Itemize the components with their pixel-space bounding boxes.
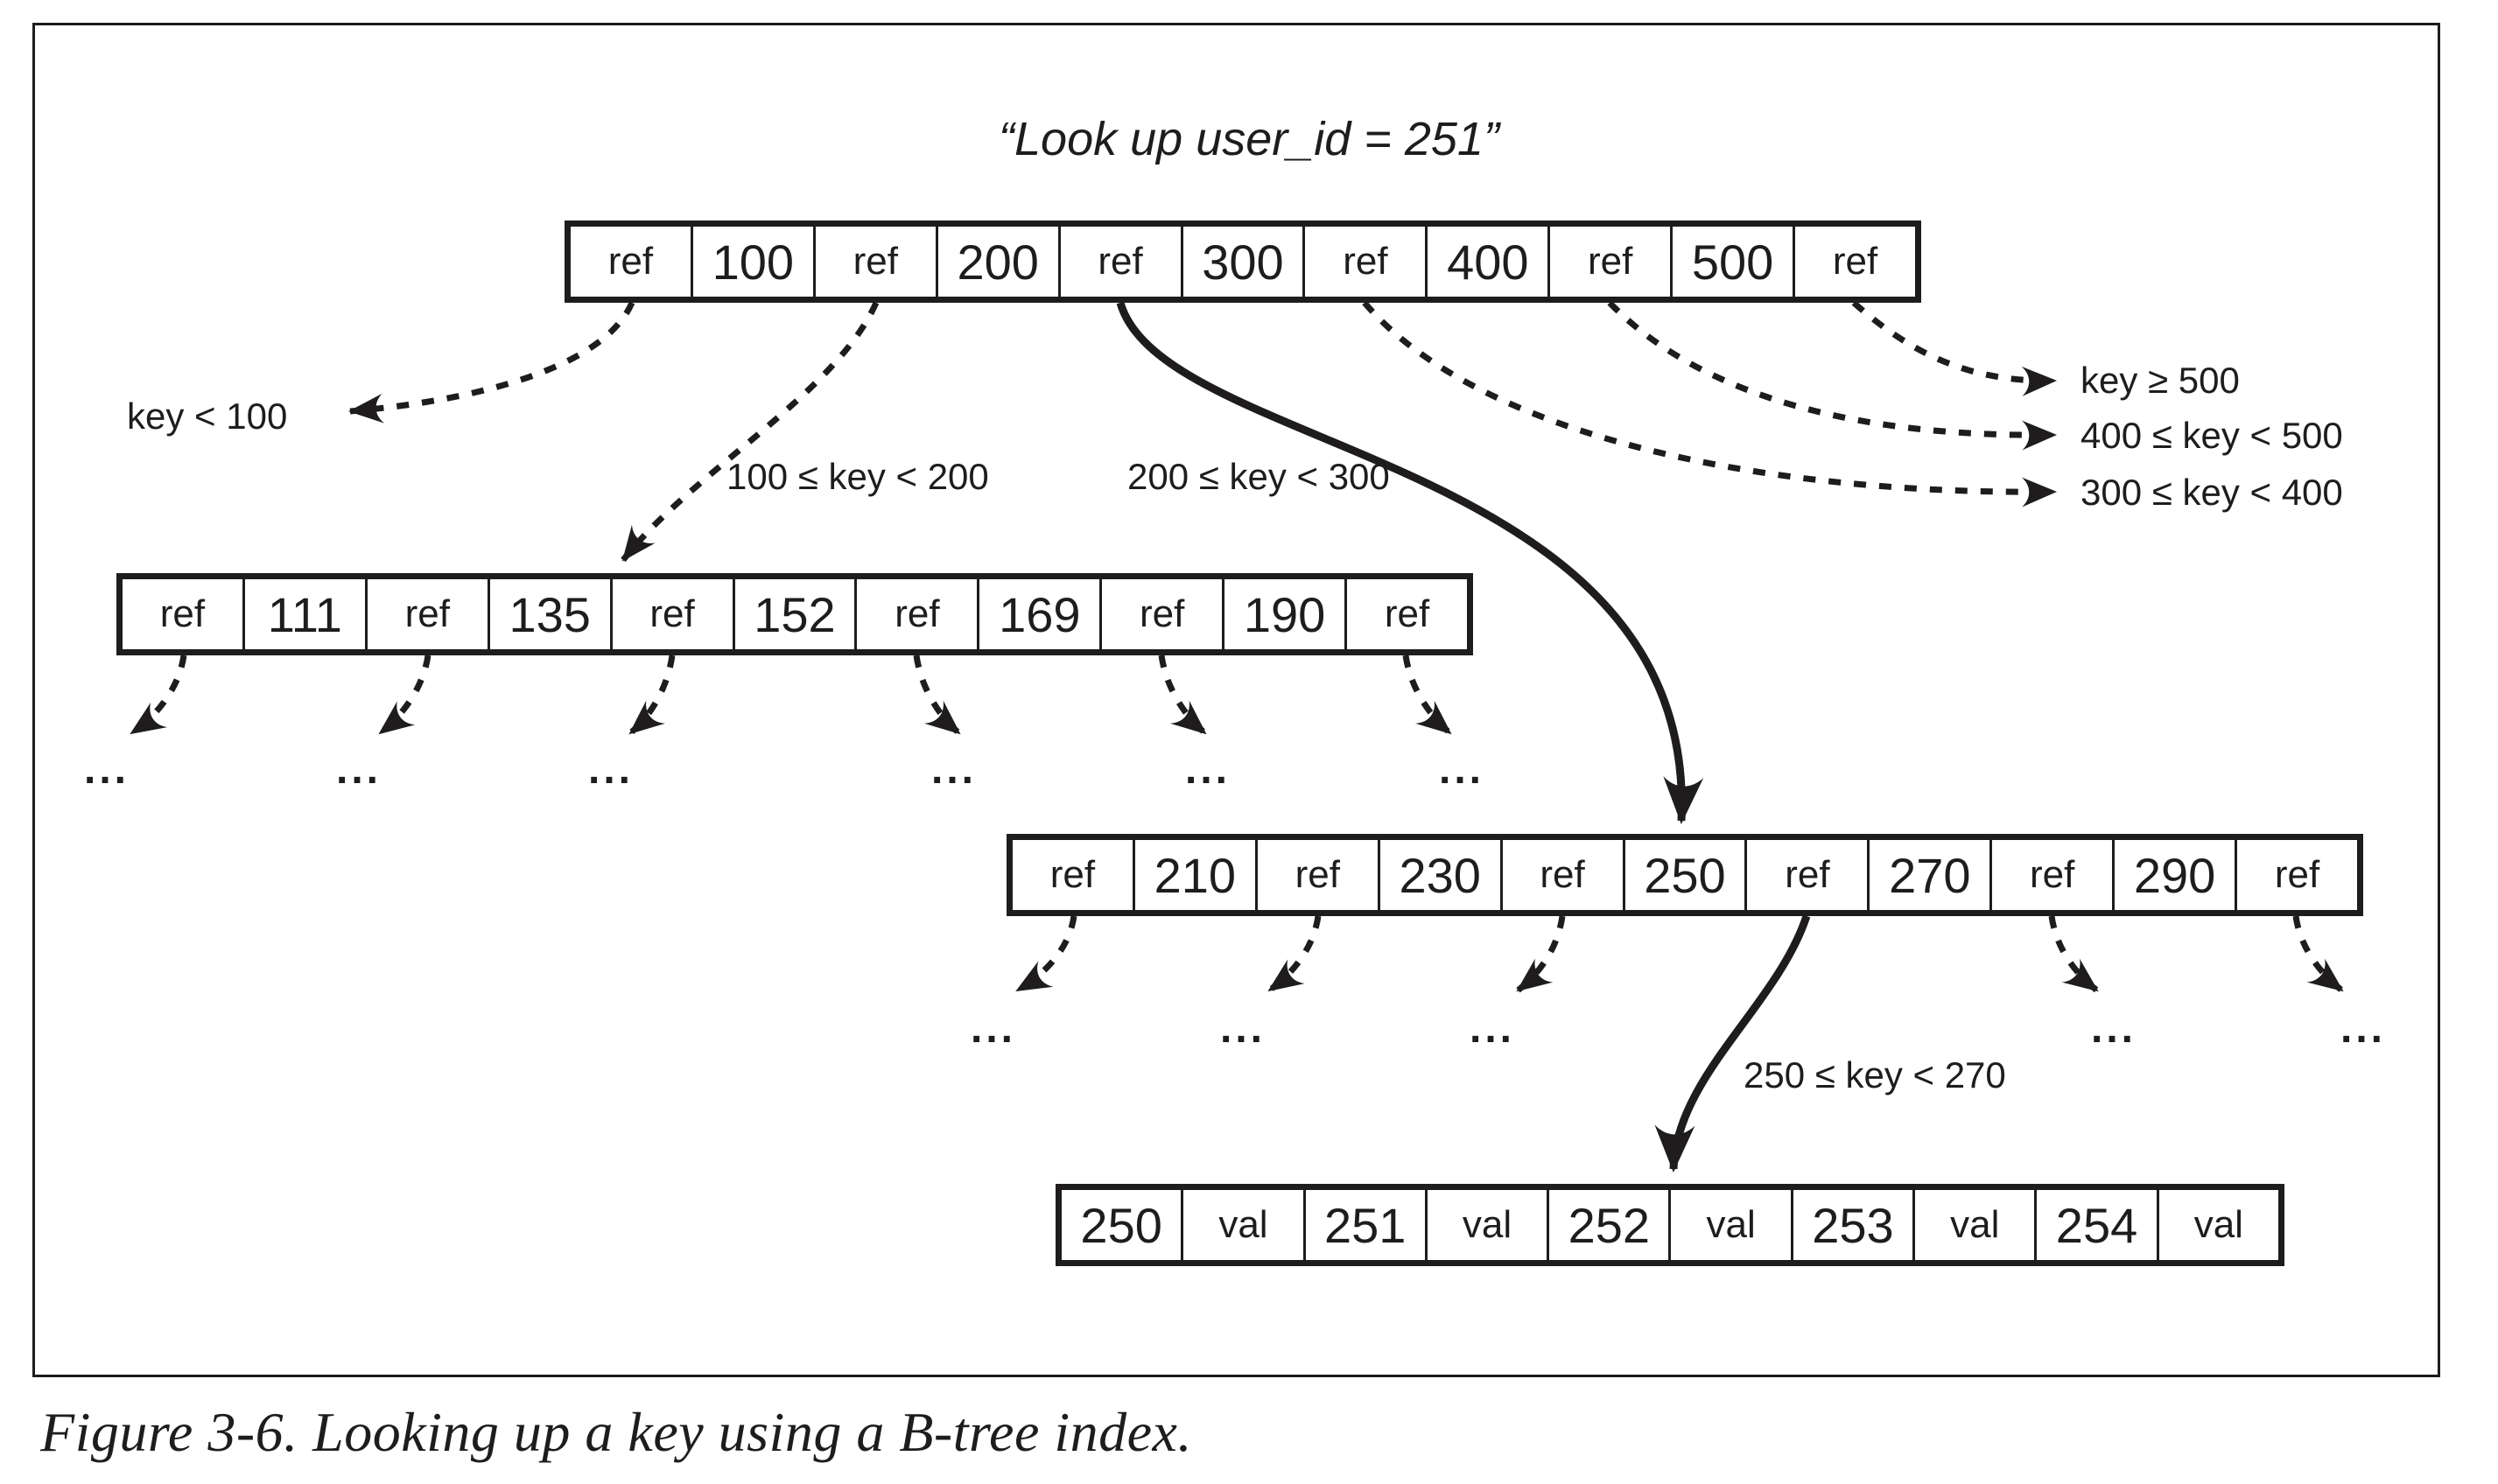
- ellipsis-subtree: ...: [1219, 1005, 1267, 1052]
- node-cell: 253: [1790, 1190, 1913, 1260]
- figure-caption: Figure 3-6. Looking up a key using a B-t…: [40, 1401, 1192, 1463]
- node-cell: 200: [935, 227, 1058, 297]
- node-cell: 251: [1302, 1190, 1425, 1260]
- node-cell: 190: [1222, 579, 1345, 649]
- ellipsis-subtree: ...: [587, 746, 635, 793]
- ellipsis-subtree: ...: [1438, 746, 1485, 793]
- node-cell: 252: [1547, 1190, 1669, 1260]
- node-cell: 250: [1622, 840, 1745, 910]
- node-cell: 210: [1132, 840, 1255, 910]
- ellipsis-subtree: ...: [2090, 1005, 2137, 1052]
- edge-label-key-250-270: 250 ≤ key < 270: [1744, 1054, 2006, 1096]
- node-cell: val: [1424, 1190, 1547, 1260]
- node-cell: ref: [1793, 227, 1915, 297]
- edge-label-key-300-400: 300 ≤ key < 400: [2080, 472, 2343, 513]
- node-cell: ref: [1099, 579, 1223, 649]
- query-title: “Look up user_id = 251”: [999, 113, 1499, 165]
- node-cell: ref: [1989, 840, 2113, 910]
- edge-label-key-lt-100: key < 100: [127, 396, 288, 437]
- node-cell: 290: [2112, 840, 2235, 910]
- ellipsis-subtree: ...: [2340, 1005, 2387, 1052]
- edge-label-key-100-200: 100 ≤ key < 200: [726, 456, 989, 497]
- node-cell: ref: [1499, 840, 1623, 910]
- node-cell: val: [1181, 1190, 1303, 1260]
- node-cell: 169: [977, 579, 1100, 649]
- node-cell: val: [2156, 1190, 2278, 1260]
- node-cell: ref: [812, 227, 936, 297]
- ellipsis-subtree: ...: [83, 746, 130, 793]
- node-cell: ref: [123, 579, 242, 649]
- node-cell: 270: [1867, 840, 1990, 910]
- node-cell: ref: [1302, 227, 1426, 297]
- node-cell: ref: [1344, 579, 1467, 649]
- edge-label-key-400-500: 400 ≤ key < 500: [2080, 415, 2343, 456]
- node-cell: 250: [1062, 1190, 1182, 1260]
- node-cell: 230: [1377, 840, 1500, 910]
- node-cell: ref: [1744, 840, 1868, 910]
- node-cell: 152: [732, 579, 855, 649]
- node-cell: ref: [1254, 840, 1378, 910]
- ellipsis-subtree: ...: [970, 1005, 1017, 1052]
- node-cell: ref: [1547, 227, 1671, 297]
- node-cell: 111: [242, 579, 365, 649]
- node-cell: ref: [2235, 840, 2357, 910]
- node-cell: ref: [571, 227, 691, 297]
- node-cell: ref: [364, 579, 488, 649]
- node-cell: ref: [1057, 227, 1181, 297]
- node-cell: 135: [487, 579, 610, 649]
- ellipsis-subtree: ...: [1184, 746, 1231, 793]
- node-cell: val: [1668, 1190, 1791, 1260]
- node-cell: ref: [609, 579, 733, 649]
- node-cell: ref: [854, 579, 978, 649]
- edge-label-key-ge-500: key ≥ 500: [2080, 360, 2240, 401]
- ellipsis-subtree: ...: [930, 746, 978, 793]
- edge-label-key-200-300: 200 ≤ key < 300: [1127, 456, 1390, 497]
- node-cell: 100: [690, 227, 813, 297]
- node-cell: 400: [1425, 227, 1548, 297]
- node-cell: 300: [1180, 227, 1303, 297]
- ellipsis-subtree: ...: [1469, 1005, 1516, 1052]
- node-cell: 500: [1670, 227, 1793, 297]
- node-cell: val: [1912, 1190, 2035, 1260]
- ellipsis-subtree: ...: [335, 746, 382, 793]
- node-cell: 254: [2034, 1190, 2157, 1260]
- node-cell: ref: [1013, 840, 1133, 910]
